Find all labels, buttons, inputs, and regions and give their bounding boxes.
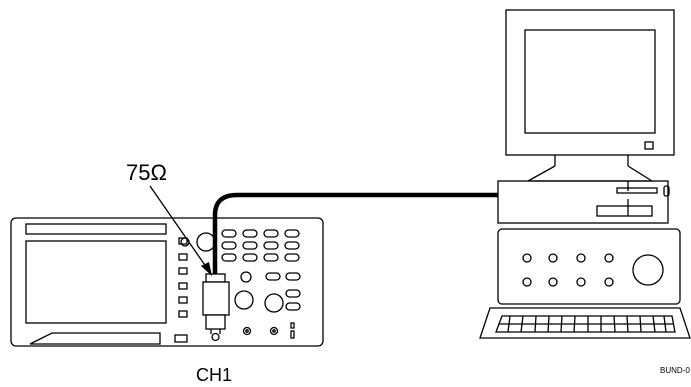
cd-drive: [596, 205, 653, 217]
channel-label: CH1: [196, 365, 232, 385]
computer-monitor: [505, 9, 675, 182]
pc-base-unit: [497, 180, 670, 224]
impedance-label: 75Ω: [126, 160, 167, 185]
keyboard: [479, 307, 691, 339]
side-buttons: [174, 237, 188, 343]
terminator-75-ohm: [202, 273, 230, 342]
button-grid: [221, 229, 300, 262]
label-arrow: [149, 185, 212, 276]
monitor-power-button: [644, 141, 654, 150]
oscilloscope: [10, 217, 324, 347]
figure-code: BUND-0: [660, 366, 690, 375]
monitor-screen: [524, 29, 656, 134]
floppy-slot: [616, 187, 658, 194]
large-knob: [196, 232, 216, 252]
generator-knob: [632, 254, 664, 286]
function-generator: [497, 228, 681, 305]
bnc-cable: [212, 192, 498, 274]
oscilloscope-screen: [25, 240, 167, 324]
